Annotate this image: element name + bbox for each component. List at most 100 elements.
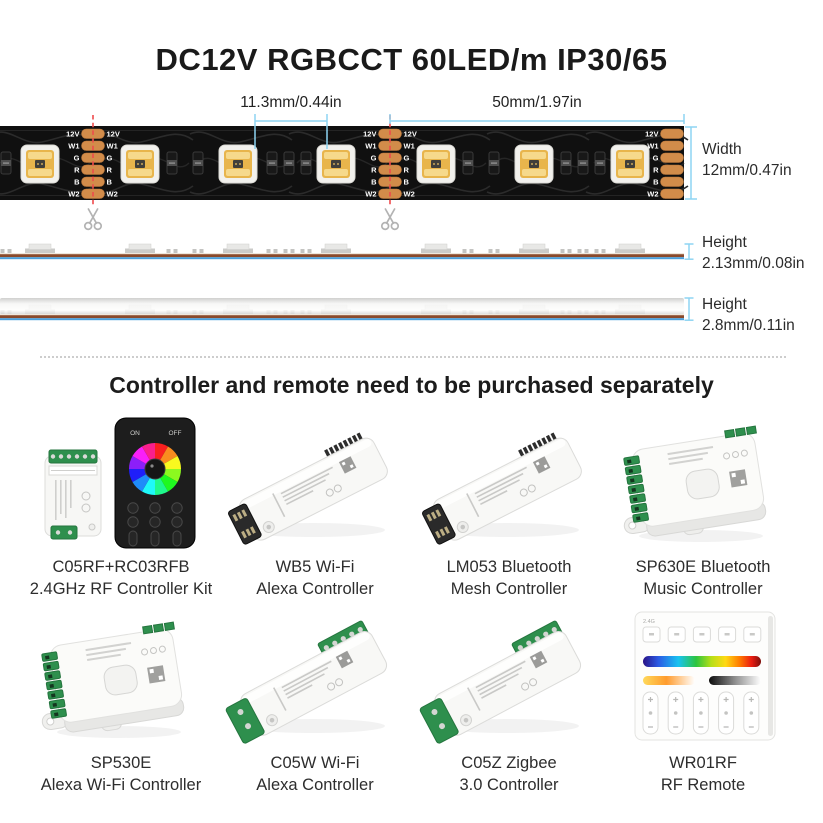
width-annotation-label: Width	[702, 141, 742, 158]
svg-text:G: G	[653, 154, 659, 163]
product-name: LM053 Bluetooth	[446, 558, 572, 576]
product-photo-wall-remote: 2.4G	[634, 611, 776, 741]
svg-text:W1: W1	[107, 142, 118, 151]
resistor-component	[560, 151, 572, 175]
svg-text:R: R	[74, 166, 80, 175]
product-art: 2.4G	[613, 610, 793, 748]
svg-text:R: R	[653, 166, 659, 175]
product-label: C05RF+RC03RFB 2.4GHz RF Controller Kit	[30, 557, 212, 600]
led-chip	[610, 144, 650, 184]
product-art	[31, 610, 211, 748]
product-description: 3.0 Controller	[459, 775, 559, 794]
product-photo-controller	[225, 620, 388, 744]
dimension-led-pitch: 11.3mm/0.44in	[240, 94, 342, 111]
led-chip	[218, 144, 258, 184]
scissors-icon	[83, 208, 103, 231]
strip-side-view-ip65	[0, 298, 684, 321]
led-chip	[120, 144, 160, 184]
svg-text:12V: 12V	[66, 130, 79, 139]
section-heading: Controller and remote need to be purchas…	[109, 372, 714, 398]
svg-text:R: R	[404, 166, 410, 175]
product-description: 2.4GHz RF Controller Kit	[29, 579, 213, 598]
dimension-cut-length: 50mm/1.97in	[492, 94, 582, 111]
product-photo-controller-kit: ON OFF	[44, 417, 196, 549]
svg-text:W2: W2	[107, 190, 118, 199]
product-photo-controller	[228, 432, 388, 545]
product-description: Music Controller	[643, 579, 763, 598]
svg-text:12V: 12V	[404, 130, 417, 139]
height-annotation-label: Height	[702, 234, 747, 251]
rf-controller-unit	[44, 449, 102, 540]
dotted-divider	[40, 356, 786, 358]
resistor-component	[0, 151, 12, 175]
product-art	[419, 414, 599, 552]
led-chip	[416, 144, 456, 184]
svg-text:W1: W1	[647, 142, 658, 151]
resistor-component	[300, 151, 312, 175]
led-chip	[20, 144, 60, 184]
strip-side-view-ip30	[0, 243, 684, 260]
resistor-component	[166, 151, 178, 175]
product-card-c05z-zigbee: C05Z Zigbee 3.0 Controller	[419, 610, 599, 796]
svg-text:G: G	[107, 154, 113, 163]
product-description: Alexa Controller	[256, 579, 374, 598]
product-name: WR01RF	[669, 754, 737, 772]
product-photo-controller	[422, 432, 582, 545]
product-photo-controller	[41, 621, 185, 738]
product-label: C05Z Zigbee 3.0 Controller	[459, 753, 558, 796]
product-name: C05Z Zigbee	[461, 754, 557, 772]
product-description: Alexa Controller	[256, 775, 374, 794]
svg-text:12V: 12V	[645, 130, 658, 139]
product-card-wr01rf: 2.4G	[613, 610, 793, 796]
svg-text:R: R	[107, 166, 113, 175]
product-label: SP530E Alexa Wi-Fi Controller	[41, 753, 201, 796]
product-description: Alexa Wi-Fi Controller	[40, 775, 202, 794]
height-annotation-value: 2.13mm/0.08in	[702, 255, 805, 272]
svg-text:12V: 12V	[363, 130, 376, 139]
resistor-component	[266, 151, 278, 175]
dimension-brackets	[254, 114, 697, 200]
resistor-component	[488, 151, 500, 175]
product-description: RF Remote	[660, 775, 746, 794]
resistor-component	[462, 151, 474, 175]
led-chip	[316, 144, 356, 184]
svg-text:G: G	[74, 154, 80, 163]
svg-text:G: G	[371, 154, 377, 163]
svg-text:W2: W2	[68, 190, 79, 199]
svg-text:W2: W2	[365, 190, 376, 199]
product-name: SP530E	[90, 754, 152, 772]
product-art	[419, 610, 599, 748]
product-name: SP630E Bluetooth	[635, 558, 771, 576]
svg-text:B: B	[404, 178, 410, 187]
rf-remote-unit: ON OFF	[114, 417, 196, 549]
height-annotation-ip65: Height 2.8mm/0.11in	[702, 294, 795, 336]
product-name: C05RF+RC03RFB	[52, 558, 190, 576]
product-description: Mesh Controller	[450, 579, 568, 598]
svg-text:ON: ON	[130, 430, 140, 437]
svg-text:W2: W2	[647, 190, 658, 199]
led-chip	[514, 144, 554, 184]
svg-text:G: G	[404, 154, 410, 163]
scissors-icon	[380, 208, 400, 231]
product-photo-controller	[623, 425, 767, 542]
silicone-cover	[0, 298, 684, 315]
width-annotation-value: 12mm/0.47in	[702, 162, 792, 179]
svg-text:B: B	[653, 178, 659, 187]
height-annotation-ip30: Height 2.13mm/0.08in	[702, 232, 805, 274]
svg-text:R: R	[371, 166, 377, 175]
svg-text:OFF: OFF	[169, 430, 182, 437]
product-grid: ON OFF C05RF+RC03RFB 2.4GHz RF Controller…	[26, 414, 798, 796]
product-art	[225, 610, 405, 748]
product-name: WB5 Wi-Fi	[275, 558, 355, 576]
svg-text:W1: W1	[365, 142, 376, 151]
